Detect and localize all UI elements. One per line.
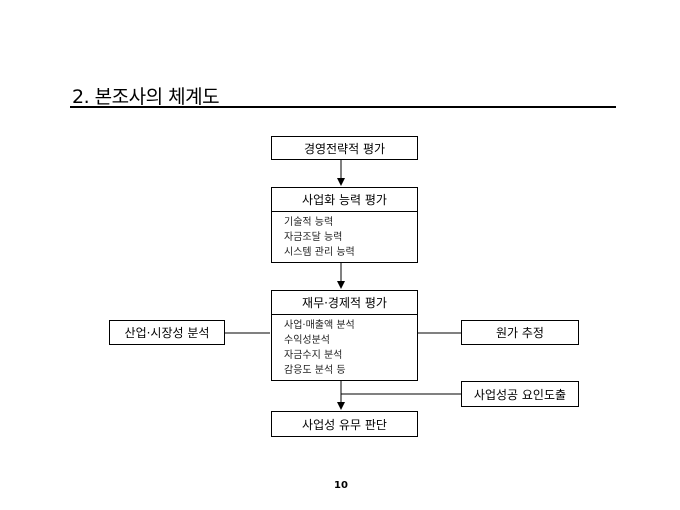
financial-item: 사업·매출액 분석 [284, 320, 355, 331]
cost-estimate-label: 원가 추정 [496, 326, 544, 340]
strategy-eval-label: 경영전략적 평가 [303, 141, 386, 156]
commercialization-eval-panel: 사업화 능력 평가 기술적 능력 자금조달 능력 시스템 관리 능력 [271, 187, 418, 263]
title-underline [70, 106, 616, 108]
cost-estimate-box: 원가 추정 [461, 320, 579, 345]
commercialization-item: 기술적 능력 [284, 217, 334, 228]
financial-item: 감응도 분석 등 [284, 365, 346, 376]
commercialization-eval-title: 사업화 능력 평가 [272, 188, 417, 212]
feasibility-decision-label: 사업성 유무 판단 [302, 417, 387, 432]
commercialization-eval-items: 기술적 능력 자금조달 능력 시스템 관리 능력 [272, 212, 417, 260]
success-factor-box: 사업성공 요인도출 [461, 381, 579, 407]
success-factor-label: 사업성공 요인도출 [473, 387, 567, 402]
market-analysis-box: 산업·시장성 분석 [109, 320, 225, 345]
feasibility-decision-box: 사업성 유무 판단 [271, 411, 418, 437]
market-analysis-label: 산업·시장성 분석 [124, 326, 210, 340]
strategy-eval-box: 경영전략적 평가 [271, 136, 418, 160]
financial-eval-title: 재무·경제적 평가 [272, 291, 417, 315]
commercialization-item: 시스템 관리 능력 [284, 247, 355, 258]
financial-eval-items: 사업·매출액 분석 수익성분석 자금수지 분석 감응도 분석 등 [272, 315, 417, 378]
financial-item: 자금수지 분석 [284, 350, 343, 361]
financial-item: 수익성분석 [284, 335, 330, 346]
page-number: 10 [334, 480, 348, 491]
commercialization-item: 자금조달 능력 [284, 232, 343, 243]
page-title: 2. 본조사의 체계도 [72, 86, 220, 108]
financial-eval-panel: 재무·경제적 평가 사업·매출액 분석 수익성분석 자금수지 분석 감응도 분석… [271, 290, 418, 381]
